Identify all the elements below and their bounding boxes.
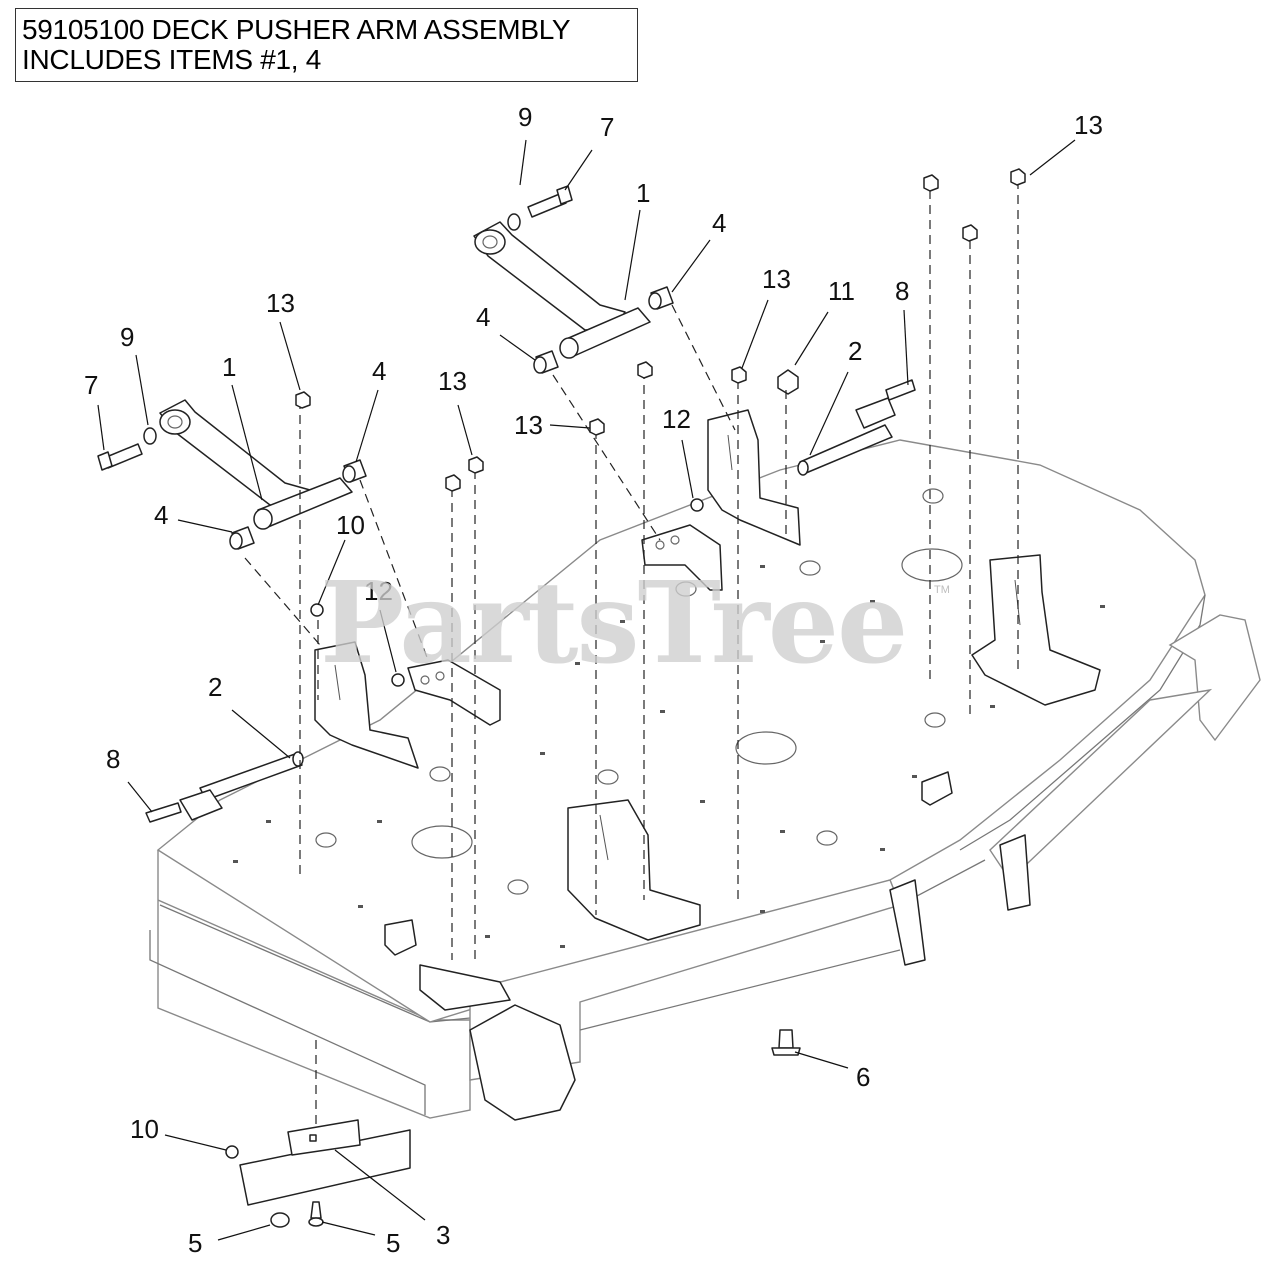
title-line-1: 59105100 DECK PUSHER ARM ASSEMBLY xyxy=(22,14,571,45)
callout-4-top-left: 4 xyxy=(476,302,490,332)
callout-3: 3 xyxy=(436,1220,450,1250)
mower-deck xyxy=(149,439,1261,1121)
callout-13-mid: 13 xyxy=(762,264,791,294)
callout-7-top: 7 xyxy=(600,112,614,142)
callout-8-right: 8 xyxy=(895,276,909,306)
callout-10-upper: 10 xyxy=(336,510,365,540)
callout-6: 6 xyxy=(856,1062,870,1092)
callout-4-left-low: 4 xyxy=(154,500,168,530)
callout-5-right: 5 xyxy=(386,1228,400,1258)
callout-1-top: 1 xyxy=(636,178,650,208)
partstree-watermark: PartsTree xyxy=(320,558,908,689)
callout-13-left: 13 xyxy=(266,288,295,318)
leader-lines xyxy=(97,139,1076,1241)
watermark-trademark: TM xyxy=(934,584,950,596)
callout-10-lower: 10 xyxy=(130,1114,159,1144)
callout-8-left: 8 xyxy=(106,744,120,774)
callout-11: 11 xyxy=(828,276,855,306)
callout-4-left-right: 4 xyxy=(372,356,386,386)
deck-shield-assembly xyxy=(225,1029,801,1228)
callout-4-top-right: 4 xyxy=(712,208,726,238)
callout-5-left: 5 xyxy=(188,1228,202,1258)
nuts-item-13 xyxy=(295,168,1026,492)
callout-12-left: 12 xyxy=(364,576,393,606)
callout-13-right: 13 xyxy=(1074,110,1103,140)
left-pusher-arm-assembly xyxy=(97,399,501,960)
callout-2-left: 2 xyxy=(208,672,222,702)
callout-numbers: 9 7 13 1 4 13 11 8 4 2 13 9 7 1 4 13 13 … xyxy=(84,102,1103,1258)
title-line-2: INCLUDES ITEMS #1, 4 xyxy=(22,44,321,75)
callout-9-top: 9 xyxy=(518,102,532,132)
callout-9-left: 9 xyxy=(120,322,134,352)
assembly-title-box: 59105100 DECK PUSHER ARM ASSEMBLY INCLUD… xyxy=(15,8,638,82)
callout-1-left: 1 xyxy=(222,352,236,382)
callout-13-center: 13 xyxy=(438,366,467,396)
callout-7-left: 7 xyxy=(84,370,98,400)
callout-12-right: 12 xyxy=(662,404,691,434)
callout-13-center-low: 13 xyxy=(514,410,543,440)
right-pusher-arm-assembly xyxy=(473,180,1019,915)
callout-2-right: 2 xyxy=(848,336,862,366)
